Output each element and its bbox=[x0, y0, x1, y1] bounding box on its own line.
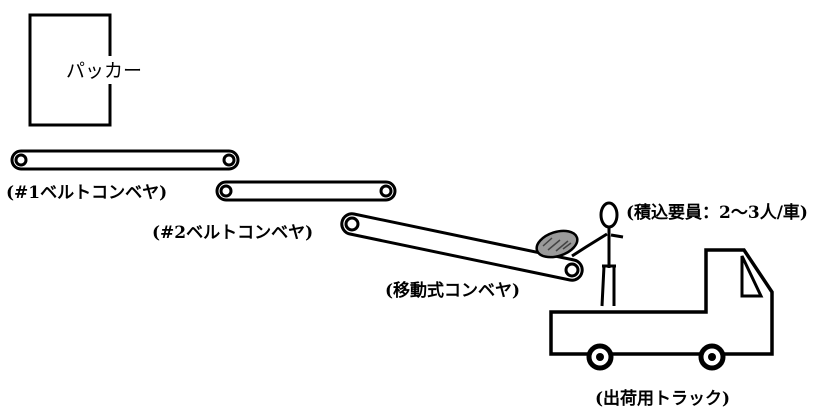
loading-staff-label: (積込要員：2～3人/車) bbox=[626, 202, 808, 223]
worker-arm-right bbox=[610, 233, 624, 239]
worker-legs bbox=[600, 265, 616, 307]
belt-conveyor-2-left-roller bbox=[219, 184, 233, 198]
belt-conveyor-2: (#2ベルトコンベヤ) bbox=[152, 180, 397, 243]
loading-worker bbox=[571, 201, 624, 307]
mobile-conveyor-belt bbox=[340, 212, 584, 282]
mobile-conveyor-label: (移動式コンベヤ) bbox=[385, 280, 520, 301]
shipping-truck-label: (出荷用トラック) bbox=[595, 388, 730, 409]
belt-conveyor-1-left-roller bbox=[14, 153, 28, 167]
belt-conveyor-2-belt bbox=[215, 180, 397, 202]
mobile-conveyor-lower-roller bbox=[564, 262, 580, 278]
mobile-conveyor: (移動式コンベヤ) bbox=[340, 212, 584, 301]
truck-body bbox=[549, 248, 774, 356]
mobile-conveyor-upper-roller bbox=[344, 216, 360, 232]
truck-rear-wheel-hub bbox=[596, 353, 604, 361]
belt-conveyor-1-right-roller bbox=[222, 153, 236, 167]
belt-conveyor-2-right-roller bbox=[379, 184, 393, 198]
worker-arm-bag bbox=[571, 232, 608, 258]
belt-conveyor-1: (#1ベルトコンベヤ) bbox=[6, 149, 240, 203]
cement-bag bbox=[535, 229, 579, 259]
belt-conveyor-1-label: (#1ベルトコンベヤ) bbox=[6, 183, 167, 203]
cement-bag-shape bbox=[535, 229, 579, 259]
shipping-truck: (出荷用トラック) bbox=[549, 248, 774, 409]
truck-window bbox=[740, 255, 764, 298]
packer: パッカー bbox=[28, 13, 152, 127]
belt-conveyor-2-label: (#2ベルトコンベヤ) bbox=[152, 223, 313, 243]
cement-bag-texture bbox=[542, 237, 572, 252]
worker-head bbox=[599, 201, 619, 229]
belt-conveyor-1-belt bbox=[10, 149, 240, 171]
packer-label-bg bbox=[64, 56, 152, 84]
packer-label: パッカー bbox=[66, 60, 142, 82]
truck-front-wheel-hub bbox=[708, 353, 716, 361]
